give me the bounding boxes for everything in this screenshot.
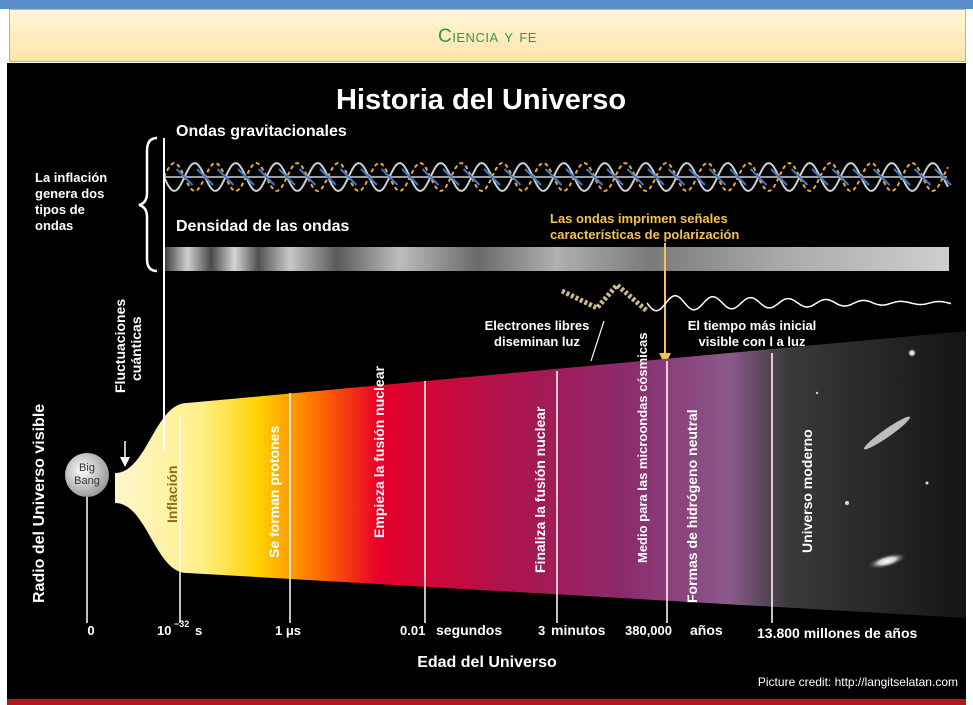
- big-bang-line-2: Bang: [74, 475, 100, 487]
- wave-cross-mark: [729, 168, 747, 186]
- wave-density-label: Densidad de las ondas: [176, 218, 349, 235]
- wave-cross-mark: [380, 168, 399, 186]
- brace-label-line-3: tipos de: [35, 202, 85, 217]
- wave-cross-mark: [831, 168, 850, 186]
- time-minutes-unit: minutos: [551, 622, 606, 638]
- polarization-note-line-2: características de polarización: [550, 227, 739, 242]
- wave-cross-mark: [175, 168, 194, 186]
- galaxies: [815, 348, 929, 570]
- wave-cross-mark: [688, 168, 706, 186]
- photon-wave: [646, 294, 952, 312]
- photon-zigzag-icon: [560, 281, 649, 313]
- wave-cross-mark: [319, 168, 337, 186]
- stage-fusion-end: Finaliza la fusión nuclear: [532, 406, 548, 573]
- inflation-two-waves-label: La inflación genera dos tipos de ondas: [35, 170, 107, 233]
- wave-cross-mark: [544, 168, 563, 186]
- wave-cross-mark: [667, 168, 686, 186]
- big-bang-icon: [65, 453, 109, 497]
- fluctuation-arrowhead-icon: [120, 457, 130, 467]
- wave-cross-mark: [913, 168, 932, 186]
- quantum-fluct-line-1: Fluctuaciones: [112, 299, 128, 393]
- diagram-canvas: Historia del Universo La inflación gener…: [31, 84, 966, 671]
- wave-cross-mark: [893, 168, 911, 186]
- time-recombination-unit: años: [690, 622, 723, 638]
- electrons-arrow: [590, 320, 605, 362]
- header-title: Ciencia y fe: [438, 26, 537, 47]
- electrons-note-line-2: diseminan luz: [494, 334, 580, 349]
- wave-cross-mark: [462, 168, 481, 186]
- page-header: Ciencia y fe: [9, 9, 966, 62]
- wave-cross-mark: [770, 168, 788, 186]
- picture-credit: Picture credit: http://langitselatan.com: [757, 675, 958, 689]
- stage-fusion-start-line-1: Empieza la fusión nuclear: [371, 366, 387, 538]
- time-centisecond: 0.01: [400, 623, 425, 638]
- wave-cross-mark: [298, 168, 317, 186]
- wave-cross-mark: [442, 168, 460, 186]
- wave-cross-mark: [811, 168, 829, 186]
- time-recombination: 380,000: [625, 623, 672, 638]
- wave-cross-mark: [421, 168, 440, 186]
- wave-polarization-crosses: [175, 168, 952, 186]
- big-bang-line-1: Big: [79, 462, 95, 474]
- earliest-visible-line-2: visible con l a luz: [699, 334, 806, 349]
- time-microsecond: 1 μs: [275, 623, 301, 638]
- wave-cross-mark: [852, 168, 870, 186]
- density-band: [164, 247, 949, 271]
- time-now: 13.800 millones de años: [757, 625, 918, 641]
- radius-axis-label: Radio del Universo visible: [31, 404, 48, 603]
- epoch-dividers: [179, 353, 773, 623]
- wave-cross-mark: [934, 168, 952, 186]
- gravitational-wave-solid: [163, 161, 949, 193]
- polarization-note-line-1: Las ondas imprimen señales: [550, 211, 728, 226]
- wave-cross-mark: [503, 168, 522, 186]
- wave-cross-mark: [360, 168, 378, 186]
- x-axis-label: Edad del Universo: [417, 654, 557, 671]
- top-accent-bar: [0, 0, 973, 9]
- wave-cross-mark: [237, 168, 255, 186]
- wave-cross-mark: [790, 168, 809, 186]
- wave-cross-mark: [196, 168, 214, 186]
- wave-cross-mark: [749, 168, 768, 186]
- wave-cross-mark: [626, 168, 645, 186]
- quantum-fluct-line-2: cuánticas: [128, 316, 144, 381]
- wave-cross-mark: [708, 168, 727, 186]
- brace-label-line-2: genera dos: [35, 186, 104, 201]
- brace-label-line-4: ondas: [35, 218, 73, 233]
- universe-history-figure: Historia del Universo La inflación gener…: [7, 63, 966, 703]
- wave-cross-mark: [216, 168, 235, 186]
- wave-cross-mark: [647, 168, 665, 186]
- brace-icon: [138, 136, 158, 273]
- wave-cross-mark: [606, 168, 624, 186]
- diagram-title: Historia del Universo: [336, 84, 626, 116]
- stage-hidrogeno: Formas de hidrógeno neutral: [684, 409, 700, 603]
- universe-cone: [115, 331, 966, 618]
- time-minutes: 3: [538, 623, 545, 638]
- wave-cross-mark: [565, 168, 583, 186]
- time-planck-exp: −32: [174, 619, 189, 629]
- wave-cross-mark: [401, 168, 419, 186]
- wave-cross-mark: [524, 168, 542, 186]
- time-planck-unit: s: [195, 623, 202, 638]
- wave-cross-mark: [278, 168, 296, 186]
- time-0: 0: [87, 623, 94, 638]
- wave-cross-mark: [483, 168, 501, 186]
- wave-cross-mark: [339, 168, 358, 186]
- wave-cross-mark: [257, 168, 276, 186]
- stage-inflacion: Inflación: [164, 465, 180, 523]
- brace-label-line-1: La inflación: [35, 170, 107, 185]
- stage-protones: Se forman protones: [266, 426, 282, 558]
- stage-microondas: Medio para las microondas cósmicas: [635, 333, 650, 563]
- earliest-visible-line-1: El tiempo más inicial: [688, 318, 817, 333]
- wave-cross-mark: [872, 168, 891, 186]
- stage-universo-moderno: Universo moderno: [799, 429, 815, 553]
- time-planck-base: 10: [157, 623, 171, 638]
- wave-cross-mark: [585, 168, 604, 186]
- gravitational-waves-label: Ondas gravitacionales: [176, 123, 347, 140]
- electrons-note-line-1: Electrones libres: [485, 318, 590, 333]
- gravitational-wave-dashed: [163, 161, 949, 193]
- bottom-accent-bar: [7, 699, 966, 705]
- time-centisecond-unit: segundos: [436, 622, 502, 638]
